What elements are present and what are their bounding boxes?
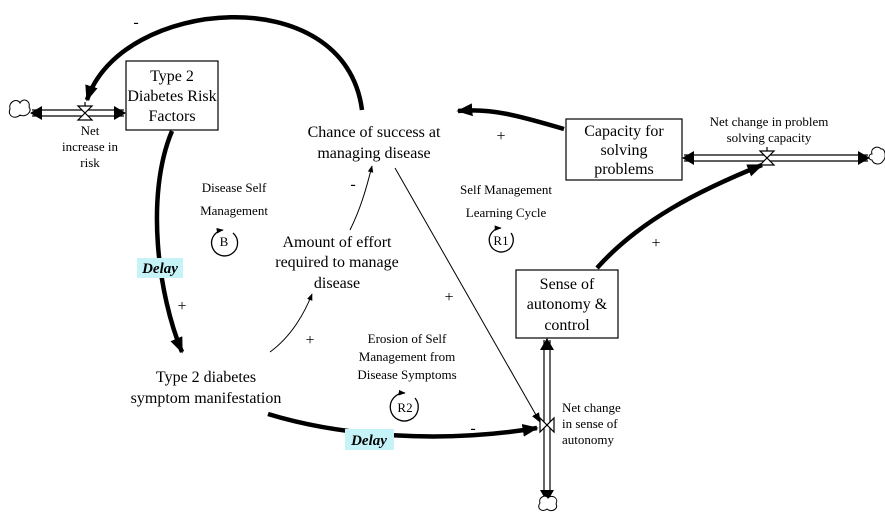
delay-label-text: Delay	[141, 261, 178, 277]
loop-title-line: Disease Self	[202, 180, 267, 195]
delay-label-symptom: Delay	[345, 429, 394, 450]
flow-label-line: Net change in problem	[710, 114, 829, 129]
loop-symbol: R2	[397, 400, 412, 415]
variable-label-line: Chance of success at	[308, 124, 441, 141]
cloud-icon	[538, 495, 558, 512]
link-chance-to-risk	[84, 15, 365, 111]
stock-label-line: control	[544, 317, 590, 334]
stock-label-line: problems	[594, 161, 654, 178]
loop-erosion-self-management: Erosion of Self Management from Disease …	[357, 331, 457, 422]
variable-label-line: symptom manifestation	[131, 390, 282, 407]
loop-title-line: Erosion of Self	[368, 331, 447, 346]
loop-arrow-icon	[488, 225, 514, 253]
variable-label-line: Amount of effort	[282, 234, 392, 251]
variable-label-line: Type 2 diabetes	[156, 369, 256, 386]
flow-label-net-change-problem: Net change in problem solving capacity	[710, 114, 829, 145]
loop-symbol: B	[220, 234, 229, 249]
variable-label-line: required to manage	[275, 254, 399, 271]
polarity-sign: -	[350, 176, 355, 193]
loop-title-line: Management from	[359, 349, 455, 364]
polarity-sign: +	[444, 289, 453, 306]
flow-label-line: Net change	[562, 400, 621, 415]
polarity-sign: +	[305, 332, 314, 349]
stock-capacity-problem-solving: Capacity for solving problems	[565, 118, 683, 181]
polarity-sign: +	[651, 235, 660, 252]
polarity-sign: +	[496, 128, 505, 145]
flow-label-line: increase in	[62, 139, 118, 154]
link-risk-to-symptom	[154, 130, 185, 354]
flow-label-line: autonomy	[562, 432, 614, 447]
loop-arrow-icon	[389, 389, 419, 422]
delay-label-text: Delay	[350, 433, 387, 449]
link-capacity-to-chance	[456, 103, 565, 132]
loop-arrow-icon	[210, 228, 239, 257]
variable-amount-of-effort: Amount of effort required to manage dise…	[275, 234, 399, 292]
loop-title-line: Learning Cycle	[466, 205, 547, 220]
stock-label-line: Diabetes Risk	[127, 88, 216, 105]
link-symptom-to-effort	[269, 293, 313, 353]
polarity-sign: -	[470, 420, 475, 437]
polarity-sign: +	[177, 298, 186, 315]
stock-label-line: autonomy &	[527, 296, 608, 313]
flow-label-line: Net	[81, 123, 100, 138]
flow-pipe-problem-solving	[682, 147, 870, 166]
flow-label-line: in sense of	[562, 416, 618, 431]
stock-sense-of-autonomy: Sense of autonomy & control	[515, 269, 619, 339]
stock-diabetes-risk-factors: Type 2 Diabetes Risk Factors	[125, 60, 219, 131]
flow-pipe-risk	[30, 102, 126, 121]
polarity-sign: -	[133, 14, 138, 31]
variable-chance-of-success: Chance of success at managing disease	[308, 124, 441, 162]
stock-label-line: Capacity for	[584, 123, 664, 140]
stock-label-line: solving	[600, 142, 647, 159]
stock-label-line: Sense of	[540, 276, 595, 293]
loop-self-management-learning: Self Management Learning Cycle R1	[460, 182, 552, 253]
stock-label-line: Type 2	[150, 68, 194, 85]
link-effort-to-chance	[349, 165, 374, 231]
loop-title-line: Disease Symptoms	[357, 367, 456, 382]
loop-disease-self-management: Disease Self Management B	[200, 180, 268, 257]
cloud-icon	[8, 99, 31, 118]
stock-label-line: Factors	[148, 108, 195, 125]
flow-label-net-change-autonomy: Net change in sense of autonomy	[562, 400, 621, 447]
variable-symptom-manifestation: Type 2 diabetes symptom manifestation	[131, 369, 282, 407]
variable-label-line: disease	[314, 275, 360, 292]
link-symptom-to-autonomy	[267, 411, 539, 439]
variable-label-line: managing disease	[317, 145, 430, 162]
link-chance-to-autonomy	[394, 167, 541, 423]
flow-label-net-increase-risk: Net increase in risk	[62, 123, 118, 170]
loop-title-line: Self Management	[460, 182, 552, 197]
link-autonomy-to-capacity	[595, 162, 764, 270]
flow-label-line: solving capacity	[727, 130, 812, 145]
loop-title-line: Management	[200, 203, 268, 218]
delay-label-risk: Delay	[137, 258, 183, 278]
flow-label-line: risk	[80, 155, 100, 170]
flow-pipe-autonomy	[539, 338, 555, 502]
cloud-icon	[868, 146, 885, 165]
loop-symbol: R1	[493, 233, 508, 248]
